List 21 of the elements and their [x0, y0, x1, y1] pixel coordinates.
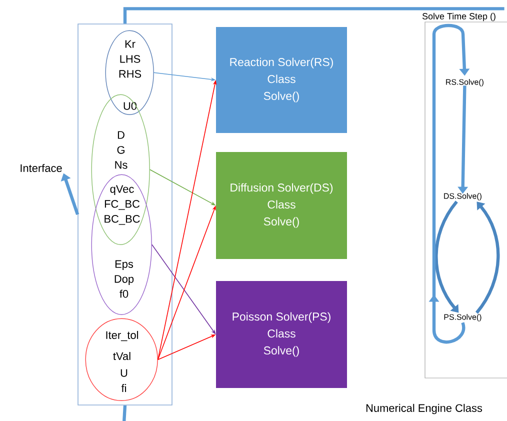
connector-line [123, 7, 504, 24]
variable-list: Iter_tol [106, 330, 138, 342]
solver-box: Reaction Solver(RS) Class Solve() [216, 27, 347, 133]
box-title: Solve Time Step () [422, 12, 496, 22]
solver-box: Poisson Solver(PS) Class Solve() [216, 281, 347, 388]
variable-list: fi [121, 384, 126, 392]
variable-list: Kr LHS RHS [119, 40, 142, 78]
caption-text: Numerical Engine Class [366, 404, 482, 414]
variable-list: D G Ns [115, 131, 128, 169]
connector-line [122, 405, 127, 421]
arrow [434, 200, 459, 313]
arrow [475, 202, 500, 314]
variable-list: U [120, 369, 128, 377]
variable-list: Eps Dop f0 [114, 260, 134, 298]
interface-label: Interface [20, 164, 62, 172]
variable-list: qVec FC_BC BC_BC [104, 185, 140, 225]
arrow [428, 24, 470, 344]
interface-box [78, 24, 172, 406]
solver-box: Diffusion Solver(DS) Class Solve() [216, 152, 347, 259]
variable-list: tVal [113, 352, 130, 360]
variable-list: U0 [124, 102, 137, 110]
